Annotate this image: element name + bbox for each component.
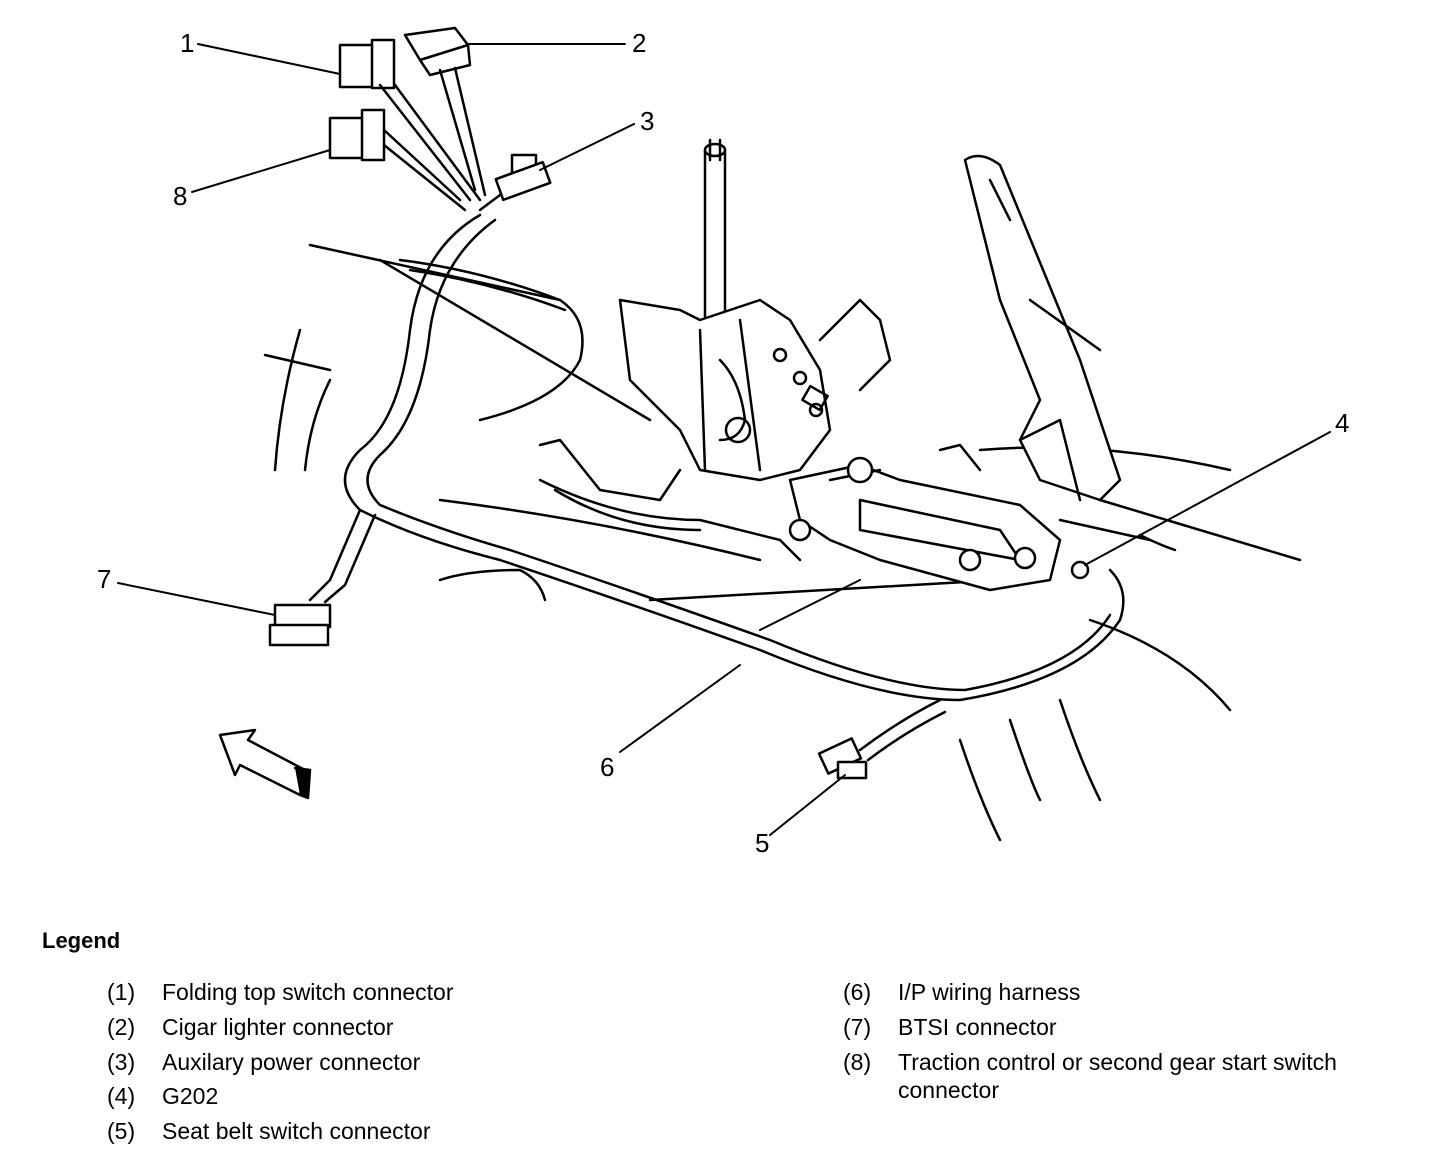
legend-text: I/P wiring harness bbox=[898, 979, 1081, 1005]
legend-number: (1) bbox=[107, 979, 136, 1005]
callout-7: 7 bbox=[97, 564, 111, 594]
legend-text: BTSI connector bbox=[898, 1014, 1057, 1040]
legend-item-6: (6) I/P wiring harness bbox=[843, 978, 1080, 1006]
legend-item-8: (8) Traction control or second gear start… bbox=[843, 1048, 1433, 1104]
legend-number: (3) bbox=[107, 1049, 136, 1075]
callout-1: 1 bbox=[180, 28, 194, 58]
control-module bbox=[788, 443, 1090, 592]
callout-3: 3 bbox=[640, 106, 654, 136]
legend-item-4: (4) G202 bbox=[107, 1082, 218, 1110]
legend-item-1: (1) Folding top switch connector bbox=[107, 978, 454, 1006]
wiring-diagram: 1 2 3 4 5 6 7 8 bbox=[97, 26, 1349, 858]
callout-2: 2 bbox=[632, 28, 646, 58]
callout-6: 6 bbox=[600, 752, 614, 782]
legend-item-7: (7) BTSI connector bbox=[843, 1013, 1057, 1041]
legend-text: Seat belt switch connector bbox=[162, 1118, 431, 1144]
seat-belt-switch-connector bbox=[817, 737, 868, 780]
btsi-connector bbox=[268, 603, 332, 647]
legend-title: Legend bbox=[42, 928, 121, 953]
legend-text: Traction control or second gear start sw… bbox=[898, 1049, 1337, 1103]
legend-item-5: (5) Seat belt switch connector bbox=[107, 1117, 430, 1145]
legend-text: Folding top switch connector bbox=[162, 979, 454, 1005]
shifter-rod bbox=[703, 138, 727, 322]
legend-text: G202 bbox=[162, 1083, 219, 1109]
traction-control-connector bbox=[328, 108, 467, 212]
ip-wiring-harness bbox=[308, 213, 1125, 762]
front-direction-arrow bbox=[218, 728, 312, 800]
legend-number: (6) bbox=[843, 979, 872, 1005]
legend-text: Auxilary power connector bbox=[162, 1049, 421, 1075]
callout-4: 4 bbox=[1335, 408, 1349, 438]
legend-number: (7) bbox=[843, 1014, 872, 1040]
leader-lines bbox=[117, 43, 1331, 836]
auxiliary-power-connector bbox=[478, 153, 552, 212]
legend-number: (8) bbox=[843, 1049, 872, 1075]
parking-brake-lever bbox=[963, 154, 1177, 552]
legend-number: (5) bbox=[107, 1118, 136, 1144]
legend-number: (2) bbox=[107, 1014, 136, 1040]
folding-top-switch-connector bbox=[338, 38, 482, 202]
floor-outline bbox=[263, 243, 1302, 842]
legend-item-3: (3) Auxilary power connector bbox=[107, 1048, 420, 1076]
legend-number: (4) bbox=[107, 1083, 136, 1109]
legend-item-2: (2) Cigar lighter connector bbox=[107, 1013, 393, 1041]
legend-text: Cigar lighter connector bbox=[162, 1014, 394, 1040]
shifter-bracket bbox=[538, 298, 892, 562]
callout-5: 5 bbox=[755, 828, 769, 858]
callout-8: 8 bbox=[173, 181, 187, 211]
